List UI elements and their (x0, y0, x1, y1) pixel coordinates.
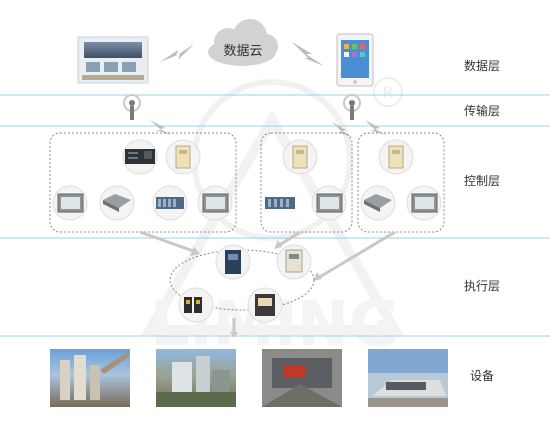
router-circle-1 (99, 185, 135, 221)
control-devices (52, 139, 442, 221)
antenna-left-icon (123, 94, 141, 120)
lightning-icons (150, 42, 386, 137)
tablet-icon (336, 33, 374, 87)
layer-label-control: 控制层 (463, 174, 500, 188)
layer-separators (0, 94, 550, 337)
connection-arrows (139, 230, 396, 338)
execution-ring (169, 244, 315, 323)
lightning-ant2-icon (332, 122, 352, 137)
hmi-circle-4 (406, 185, 442, 221)
equipment-photo-mobile-plant (368, 349, 448, 407)
contactor-circle (247, 287, 283, 323)
registered-mark: R (382, 83, 393, 102)
layer-label-data: 数据层 (463, 59, 500, 73)
relay-circle (178, 287, 214, 323)
drive-circle (215, 244, 251, 280)
layer-label-equipment: 设备 (469, 369, 494, 383)
hmi-circle-3 (311, 185, 347, 221)
cloud-icon (208, 19, 278, 66)
control-group-middle (260, 132, 353, 233)
cabinet-circle-3 (378, 139, 414, 175)
lightning-ant1-icon (150, 120, 172, 135)
layer-label-transport: 传输层 (463, 104, 500, 118)
lightning-left-icon (160, 44, 194, 62)
control-groups (49, 132, 445, 233)
control-group-right (357, 132, 445, 233)
cabinet-circle-2 (282, 139, 318, 175)
control-group-left (49, 132, 237, 233)
lightning-right-icon (292, 42, 324, 66)
layer-label-execution: 执行层 (463, 279, 500, 293)
plc-module-2 (265, 197, 295, 209)
equipment-photo-crusher (262, 349, 342, 407)
cloud-label: 数据云 (223, 44, 263, 59)
hmi-circle-1 (52, 185, 88, 221)
registered-mark-ring (373, 77, 403, 107)
control-room-screen-icon (77, 36, 149, 84)
hmi-circle-2 (197, 185, 233, 221)
lightning-ant3-icon (365, 120, 386, 135)
equipment-photos (50, 349, 448, 407)
antenna-right-icon (343, 94, 361, 120)
equipment-photo-plant (156, 349, 236, 407)
watermark-triangle (141, 110, 404, 335)
equipment-photo-silo (50, 349, 130, 407)
router-circle-2 (360, 185, 396, 221)
server-circle (122, 139, 158, 175)
inverter-circle (276, 244, 312, 280)
plc-circle-1 (152, 185, 188, 221)
cabinet-circle-1 (165, 139, 201, 175)
